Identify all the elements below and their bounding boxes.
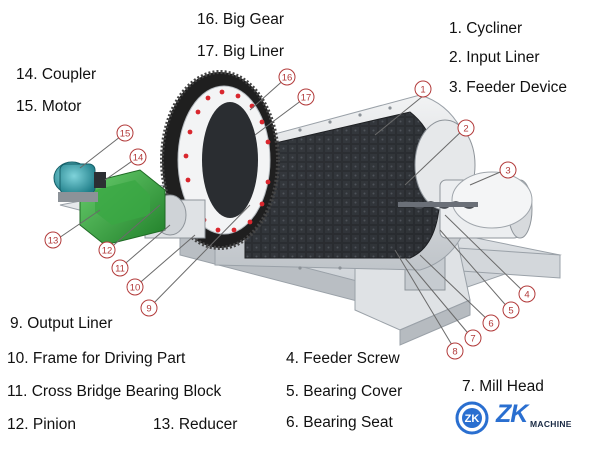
svg-text:4: 4 [524,290,529,301]
label-input-liner: 2. Input Liner [449,49,540,66]
logo-wordmark: ZK [496,400,528,428]
svg-text:16: 16 [282,73,293,84]
label-coupler: 14. Coupler [16,66,97,83]
svg-text:11: 11 [115,264,125,275]
svg-text:9: 9 [146,304,151,315]
mill-shell [214,94,476,271]
svg-text:17: 17 [301,93,312,104]
svg-text:6: 6 [488,319,493,330]
callout-7: 7 [464,329,482,347]
callout-2: 2 [457,119,475,137]
label-reducer: 13. Reducer [153,416,238,433]
svg-text:ZK: ZK [465,413,480,425]
svg-text:10: 10 [130,283,141,294]
callout-15: 15 [116,124,134,142]
label-bearing-cover: 5. Bearing Cover [286,383,403,400]
callout-14: 14 [129,148,147,166]
label-pinion: 12. Pinion [7,416,76,433]
zk-logo-mark-icon: ZK [455,401,489,435]
callout-9: 9 [140,299,158,317]
callout-17: 17 [297,88,315,106]
label-motor: 15. Motor [16,98,82,115]
leader-lines [55,76,526,351]
callout-3: 3 [499,161,517,179]
label-bearing-seat: 6. Bearing Seat [286,414,393,431]
callout-11: 11 [111,259,129,277]
label-frame-driving-part: 10. Frame for Driving Part [7,350,186,367]
label-cycliner: 1. Cycliner [449,20,523,37]
callout-6: 6 [482,314,500,332]
callout-16: 16 [278,68,296,86]
callout-10: 10 [126,278,144,296]
label-output-liner: 9. Output Liner [10,315,113,332]
svg-text:14: 14 [133,153,144,164]
label-big-gear: 16. Big Gear [197,11,285,28]
callout-8: 8 [446,342,464,360]
label-mill-head: 7. Mill Head [462,378,544,395]
callout-13: 13 [44,231,62,249]
callout-12: 12 [98,241,116,259]
svg-text:8: 8 [452,347,457,358]
svg-text:7: 7 [470,334,475,345]
zk-machine-logo: ZK ZK MACHINE [454,398,594,438]
logo-subtitle: MACHINE [530,419,572,429]
label-big-liner: 17. Big Liner [197,43,285,60]
callout-5: 5 [502,301,520,319]
drive-train [53,161,206,246]
svg-text:1: 1 [420,85,425,96]
callout-4: 4 [518,285,536,303]
svg-text:3: 3 [505,166,510,177]
label-feeder-screw: 4. Feeder Screw [286,350,400,367]
svg-text:12: 12 [102,246,113,257]
svg-text:5: 5 [508,306,513,317]
feeder-assembly [398,119,533,239]
svg-text:13: 13 [48,236,59,247]
svg-text:15: 15 [120,129,131,140]
label-cross-bridge-bearing-block: 11. Cross Bridge Bearing Block [7,383,222,400]
svg-text:2: 2 [463,124,468,135]
callout-1: 1 [414,80,432,98]
label-feeder-device: 3. Feeder Device [449,79,568,96]
